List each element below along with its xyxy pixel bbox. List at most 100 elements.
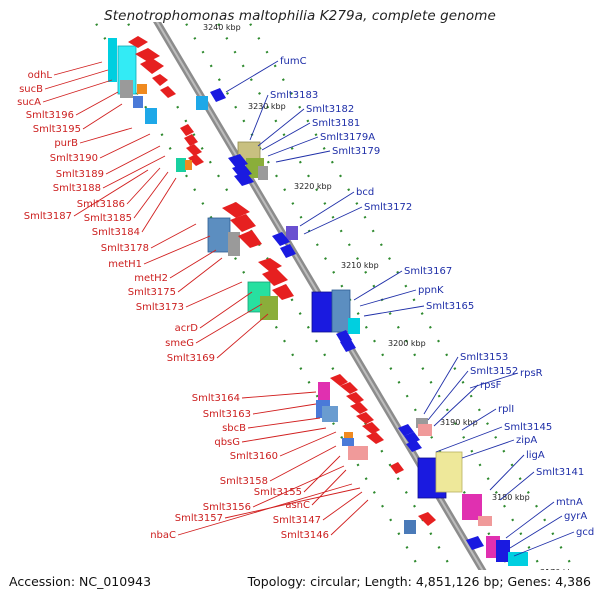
leader-line: [247, 417, 321, 429]
leader-line: [141, 177, 177, 233]
gene-label-forward: Smlt3157: [175, 513, 223, 524]
leader-line: [216, 313, 269, 359]
leader-line: [303, 206, 363, 235]
leader-line: [252, 465, 345, 508]
gene-label-forward: metH2: [134, 273, 168, 284]
leader-line: [225, 60, 279, 93]
gene-label-reverse: Smlt3182: [306, 104, 354, 115]
leader-line: [99, 133, 151, 159]
gene-label-forward: Smlt3158: [220, 476, 268, 487]
kbp-marker: 3240 kbp: [203, 23, 241, 32]
leader-line: [505, 501, 555, 539]
gene-label-forward: purB: [54, 138, 78, 149]
leader-line: [73, 169, 149, 217]
gene-label-reverse: Smlt3179: [332, 146, 380, 157]
gene-label-reverse: Smlt3145: [504, 422, 552, 433]
gene-label-forward: Smlt3169: [167, 353, 215, 364]
leader-line: [322, 491, 363, 521]
gene-label-forward: Smlt3189: [56, 169, 104, 180]
kbp-marker: 3220 kbp: [294, 182, 332, 191]
gene-label-forward: Smlt3155: [254, 487, 302, 498]
gene-label-reverse: ligA: [526, 450, 545, 461]
gene-label-reverse: Smlt3165: [426, 301, 474, 312]
leader-line: [353, 270, 403, 301]
leader-line: [252, 403, 317, 415]
gene-label-reverse: Smlt3181: [312, 118, 360, 129]
gene-label-forward: Smlt3156: [203, 502, 251, 513]
gene-label-reverse: gcd: [576, 527, 594, 538]
gene-label-forward: Smlt3188: [53, 183, 101, 194]
gene-label-forward: Smlt3163: [203, 409, 251, 420]
leader-line: [224, 487, 361, 519]
leader-line: [359, 289, 417, 307]
leader-line: [311, 469, 347, 506]
gene-label-reverse: Smlt3183: [270, 90, 318, 101]
leader-line: [267, 136, 319, 157]
gene-label-forward: Smlt3195: [33, 124, 81, 135]
leader-line: [279, 431, 337, 457]
leader-line: [241, 391, 317, 399]
leader-line: [330, 499, 369, 536]
gene-label-reverse: Smlt3179A: [320, 132, 375, 143]
gene-label-forward: odhL: [28, 70, 53, 81]
leader-line: [143, 235, 211, 265]
gene-label-forward: sucB: [19, 84, 43, 95]
reverse-strand-features: [196, 88, 528, 566]
accession-label: Accession: NC_010943: [9, 574, 152, 589]
gene-label-forward: smeG: [165, 338, 194, 349]
gene-label-forward: sucA: [17, 97, 41, 108]
gene-label-forward: Smlt3173: [136, 302, 184, 313]
leader-line: [195, 303, 263, 344]
kbp-marker: 3170 kbp: [540, 568, 578, 577]
leader-line: [257, 108, 305, 147]
gene-label-forward: Smlt3175: [128, 287, 176, 298]
gene-label-forward: Smlt3164: [192, 393, 240, 404]
gene-label-reverse: fumC: [280, 56, 307, 67]
gene-label-reverse: ppnK: [418, 285, 444, 296]
leader-line: [53, 61, 103, 76]
leader-line: [261, 122, 311, 151]
leader-line: [126, 167, 161, 205]
leader-line: [461, 408, 497, 431]
leader-line: [79, 127, 133, 144]
leader-line: [427, 370, 469, 421]
gene-label-forward: Smlt3196: [26, 110, 74, 121]
gene-label-forward: Smlt3184: [92, 227, 140, 238]
leader-line: [461, 439, 515, 459]
leader-line: [423, 356, 459, 415]
genome-summary: Topology: circular; Length: 4,851,126 bp…: [247, 574, 591, 589]
leader-line: [303, 455, 341, 493]
leader-line: [249, 94, 269, 141]
gene-label-reverse: Smlt3153: [460, 352, 508, 363]
leader-line: [169, 249, 217, 279]
gene-label-reverse: rplI: [498, 404, 514, 415]
leader-lines-right: [225, 60, 575, 557]
gene-label-forward: metH1: [108, 259, 142, 270]
leader-line: [363, 305, 425, 317]
leader-line: [199, 291, 253, 329]
gene-label-forward: Smlt3186: [77, 199, 125, 210]
kbp-marker: 3210 kbp: [341, 261, 379, 270]
forward-strand-features: [108, 36, 436, 534]
gene-label-forward: Smlt3190: [50, 153, 98, 164]
leader-line: [42, 79, 113, 103]
gene-label-forward: Smlt3185: [84, 213, 132, 224]
gene-label-forward: Smlt3146: [281, 530, 329, 541]
gene-label-forward: nbaC: [150, 530, 176, 541]
leader-line: [275, 150, 331, 163]
gene-label-reverse: mtnA: [556, 497, 583, 508]
gene-label-reverse: rpsR: [520, 368, 543, 379]
leader-line: [509, 515, 563, 549]
gene-label-reverse: Smlt3167: [404, 266, 452, 277]
leader-line: [150, 223, 197, 249]
gene-label-forward: Smlt3160: [230, 451, 278, 462]
leader-line: [75, 91, 119, 116]
kbp-marker: 3230 kbp: [248, 102, 286, 111]
gene-label-reverse: gyrA: [564, 511, 587, 522]
leader-line: [185, 281, 243, 308]
gene-label-forward: Smlt3178: [101, 243, 149, 254]
gene-label-forward: qbsG: [214, 437, 240, 448]
